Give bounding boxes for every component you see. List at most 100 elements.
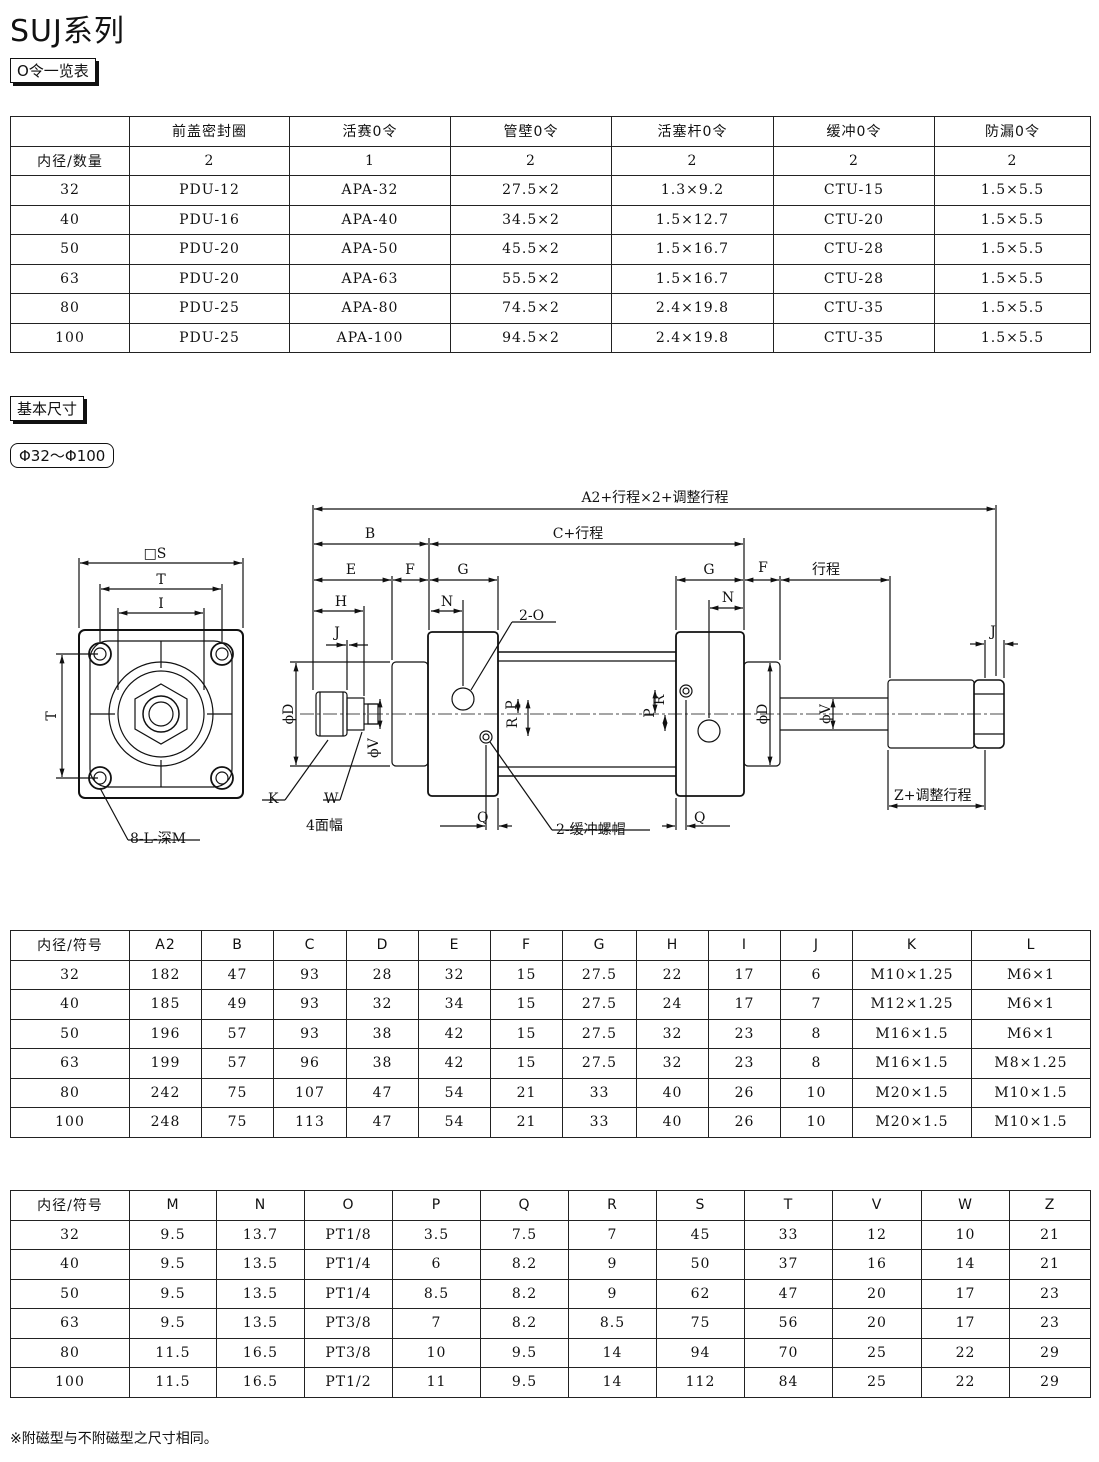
table-cell: PT1/4 — [304, 1249, 393, 1280]
table-cell: 23 — [1009, 1278, 1091, 1309]
row-label-cell: 100 — [10, 1107, 130, 1138]
table-cell: 93 — [273, 959, 347, 990]
table-cell: 7.5 — [480, 1219, 569, 1250]
table-cell: 1.5×16.7 — [611, 234, 774, 265]
table-cell: PDU-20 — [129, 263, 290, 294]
table-cell: 13.5 — [216, 1249, 305, 1280]
drawing-labels: A2+行程×2+调整行程 B C+行程 E F G G F 行程 H J N N… — [44, 490, 996, 847]
table-cell: 17 — [921, 1278, 1010, 1309]
table-cell: 15 — [490, 1048, 563, 1079]
label-t: T — [156, 572, 166, 588]
table-cell: 27.5 — [562, 1048, 637, 1079]
table-cell: PDU-12 — [129, 175, 290, 206]
table-cell: 75 — [201, 1107, 274, 1138]
table-cell: 94 — [656, 1337, 745, 1368]
label-j-right: J — [988, 624, 996, 640]
table-cell: 57 — [201, 1018, 274, 1049]
label-holes: 8-L-深M — [130, 831, 186, 847]
label-t-side: T — [44, 711, 60, 721]
label-d-left: ϕD — [281, 704, 297, 725]
table-cell: CTU-35 — [773, 322, 935, 353]
table-header-cell: 防漏0令 — [934, 116, 1091, 147]
table-cell: PT3/8 — [304, 1308, 393, 1339]
table-row: 内径/数量 2 1 2 2 2 2 — [10, 145, 1091, 176]
table-cell: 15 — [490, 1018, 563, 1049]
table-header-row: 内径/符号 M N O P Q R S T V W Z — [10, 1190, 1091, 1221]
label-q-left: Q — [477, 810, 488, 826]
label-d-right: ϕD — [755, 704, 771, 725]
table-cell: 22 — [921, 1367, 1010, 1398]
table-cell: CTU-20 — [773, 204, 935, 235]
table-cell: 21 — [490, 1107, 563, 1138]
table-cell: M10×1.25 — [852, 959, 972, 990]
table-cell: 93 — [273, 1018, 347, 1049]
table-cell: 84 — [744, 1367, 833, 1398]
table-header-cell — [10, 116, 130, 147]
table-cell: 54 — [418, 1077, 491, 1108]
table-cell: 8.5 — [568, 1308, 657, 1339]
label-v-left: ϕV — [366, 737, 382, 758]
table-cell: 34.5×2 — [450, 204, 612, 235]
table-header-cell: I — [708, 930, 781, 961]
table-cell: 13.5 — [216, 1278, 305, 1309]
table-cell: 16.5 — [216, 1367, 305, 1398]
table-cell: 10 — [780, 1077, 853, 1108]
table-header-cell: W — [921, 1190, 1010, 1221]
table-header-row: 前盖密封圈 活赛0令 管壁0令 活塞杆0令 缓冲0令 防漏0令 — [10, 116, 1091, 147]
footnote: ※附磁型与不附磁型之尺寸相同。 — [10, 1431, 218, 1447]
table-cell: 7 — [392, 1308, 481, 1339]
table-cell: 29 — [1009, 1337, 1091, 1368]
table-cell: APA-63 — [289, 263, 451, 294]
table-cell: CTU-15 — [773, 175, 935, 206]
row-label-cell: 32 — [10, 175, 130, 206]
table-cell: 25 — [832, 1337, 922, 1368]
table-header-cell: P — [392, 1190, 481, 1221]
table-cell: 32 — [636, 1048, 709, 1079]
label-stroke: 行程 — [812, 562, 840, 578]
table-cell: 13.5 — [216, 1308, 305, 1339]
table-cell: 14 — [568, 1367, 657, 1398]
row-label-cell: 100 — [10, 322, 130, 353]
row-label-cell: 63 — [10, 263, 130, 294]
table-cell: PT1/8 — [304, 1219, 393, 1250]
table-cell: 1.5×5.5 — [934, 234, 1091, 265]
table-cell: 70 — [744, 1337, 833, 1368]
table-cell: 12 — [832, 1219, 922, 1250]
row-label-cell: 40 — [10, 204, 130, 235]
table-cell: 13.7 — [216, 1219, 305, 1250]
table-cell: M6×1 — [971, 1018, 1091, 1049]
table-cell: 113 — [273, 1107, 347, 1138]
table-cell: 21 — [490, 1077, 563, 1108]
row-label-cell: 50 — [10, 234, 130, 265]
table-cell: 1 — [289, 145, 451, 176]
label-flats: 4面幅 — [306, 818, 343, 834]
table-cell: 1.5×16.7 — [611, 263, 774, 294]
table-cell: 1.5×5.5 — [934, 293, 1091, 324]
table-header-cell: D — [346, 930, 419, 961]
table-cell: 45 — [656, 1219, 745, 1250]
table-header-cell: V — [832, 1190, 922, 1221]
table-cell: 32 — [418, 959, 491, 990]
table-cell: CTU-35 — [773, 293, 935, 324]
table-cell: M20×1.5 — [852, 1077, 972, 1108]
table-cell: 62 — [656, 1278, 745, 1309]
table-cell: 27.5 — [562, 1018, 637, 1049]
table-cell: 27.5×2 — [450, 175, 612, 206]
table-cell: 40 — [636, 1107, 709, 1138]
table-cell: PDU-25 — [129, 293, 290, 324]
table-cell: 242 — [129, 1077, 202, 1108]
row-label-cell: 40 — [10, 989, 130, 1020]
table-cell: 33 — [562, 1107, 637, 1138]
table-cell: 17 — [921, 1308, 1010, 1339]
table-header-cell: O — [304, 1190, 393, 1221]
table-cell: 1.5×5.5 — [934, 204, 1091, 235]
table-cell: 11 — [392, 1367, 481, 1398]
table-cell: 2 — [450, 145, 612, 176]
